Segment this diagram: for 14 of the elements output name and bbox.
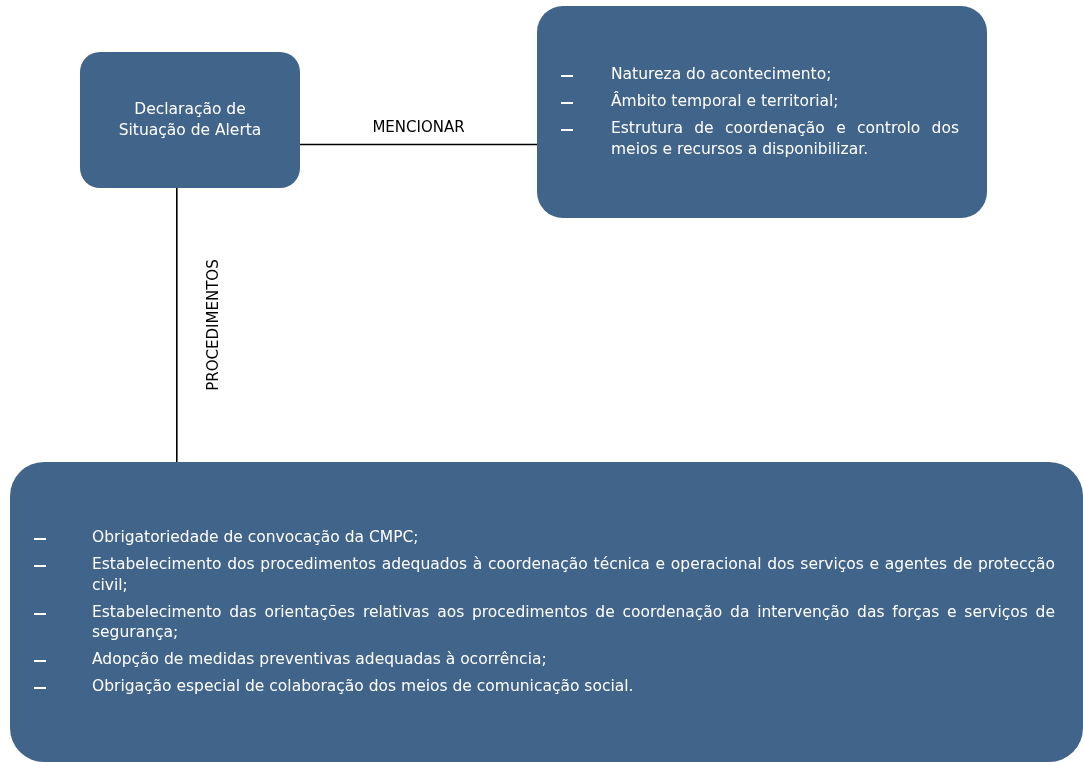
list-item-text: Estabelecimento dos procedimentos adequados à coordenação técnica e operacional dos serviços e agentes de protecção civil; <box>92 553 1055 596</box>
list-item-text: Estrutura de coordenação e controlo dos meios e recursos a disponibilizar. <box>611 118 959 160</box>
list-item-text: Âmbito temporal e territorial; <box>611 91 840 112</box>
list-box <box>537 6 987 218</box>
connector-line <box>176 187 178 463</box>
process-box <box>80 52 300 188</box>
list-item-text: Obrigação especial de colaboração dos meios de comunicação social. <box>92 676 635 698</box>
list-item-text: Natureza do acontecimento; <box>611 64 833 86</box>
connector-line <box>299 143 538 146</box>
list-box <box>10 462 1083 762</box>
box-text: Declaração de Situação de Alerta <box>117 99 263 141</box>
list-item-text: Adopção de medidas preventivas adequadas à ocorrência; <box>92 649 548 671</box>
list-item-text: Estabelecimento das orientações relativas aos procedimentos de coordenação da intervenção das forças e serviços de segurança; <box>92 601 1055 644</box>
list-item-text: Obrigatoriedade de convocação da CMPC; <box>92 526 420 548</box>
